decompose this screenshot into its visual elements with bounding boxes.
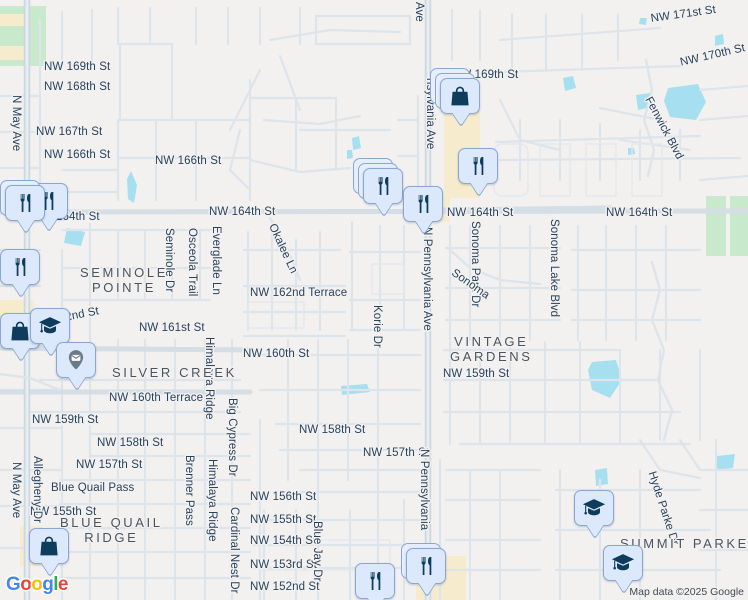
google-logo-letter: o — [20, 574, 32, 595]
nw-164th-st-road — [0, 208, 748, 215]
poi-marker-restaurant[interactable] — [0, 249, 40, 289]
poi-marker-restaurant[interactable] — [403, 186, 443, 226]
fork-knife-icon[interactable] — [0, 249, 40, 285]
fork-knife-icon[interactable] — [363, 168, 403, 204]
fork-knife-icon[interactable] — [406, 548, 446, 584]
fork-knife-icon[interactable] — [403, 186, 443, 222]
poi-marker-restaurant[interactable] — [355, 563, 395, 600]
google-logo-letter: g — [42, 574, 54, 595]
shopping-bag-icon[interactable] — [440, 78, 480, 114]
residential-roads-east — [438, 8, 748, 600]
residential-roads-central — [228, 14, 422, 600]
google-logo[interactable]: Google — [6, 574, 68, 596]
graduation-cap-icon[interactable] — [30, 308, 70, 344]
arterial-roads — [0, 205, 748, 395]
poi-marker-restaurant[interactable] — [401, 543, 446, 588]
poi-marker-restaurant[interactable] — [353, 158, 403, 208]
poi-marker-school[interactable] — [30, 308, 70, 348]
poi-marker-restaurant[interactable] — [0, 180, 45, 225]
poi-marker-shopping[interactable] — [29, 528, 69, 568]
graduation-cap-icon[interactable] — [603, 545, 643, 581]
google-logo-letter: G — [6, 574, 21, 595]
google-logo-letter: l — [53, 574, 58, 595]
major-arterials-inner — [25, 0, 430, 600]
poi-marker-shopping[interactable] — [430, 68, 480, 118]
poi-marker-restaurant[interactable] — [458, 148, 498, 188]
fork-knife-icon[interactable] — [458, 148, 498, 184]
poi-marker-school[interactable] — [603, 545, 643, 585]
fork-knife-icon[interactable] — [355, 563, 395, 599]
google-logo-letter: e — [57, 574, 69, 595]
fork-knife-icon[interactable] — [5, 185, 45, 221]
poi-marker-school[interactable] — [574, 490, 614, 530]
poi-marker-postal[interactable] — [56, 342, 96, 382]
google-logo-letter: o — [31, 574, 43, 595]
shopping-bag-icon[interactable] — [29, 528, 69, 564]
mail-circle-icon[interactable] — [56, 342, 96, 378]
graduation-cap-icon[interactable] — [574, 490, 614, 526]
map-attribution: Map data ©2025 Google — [629, 586, 744, 598]
